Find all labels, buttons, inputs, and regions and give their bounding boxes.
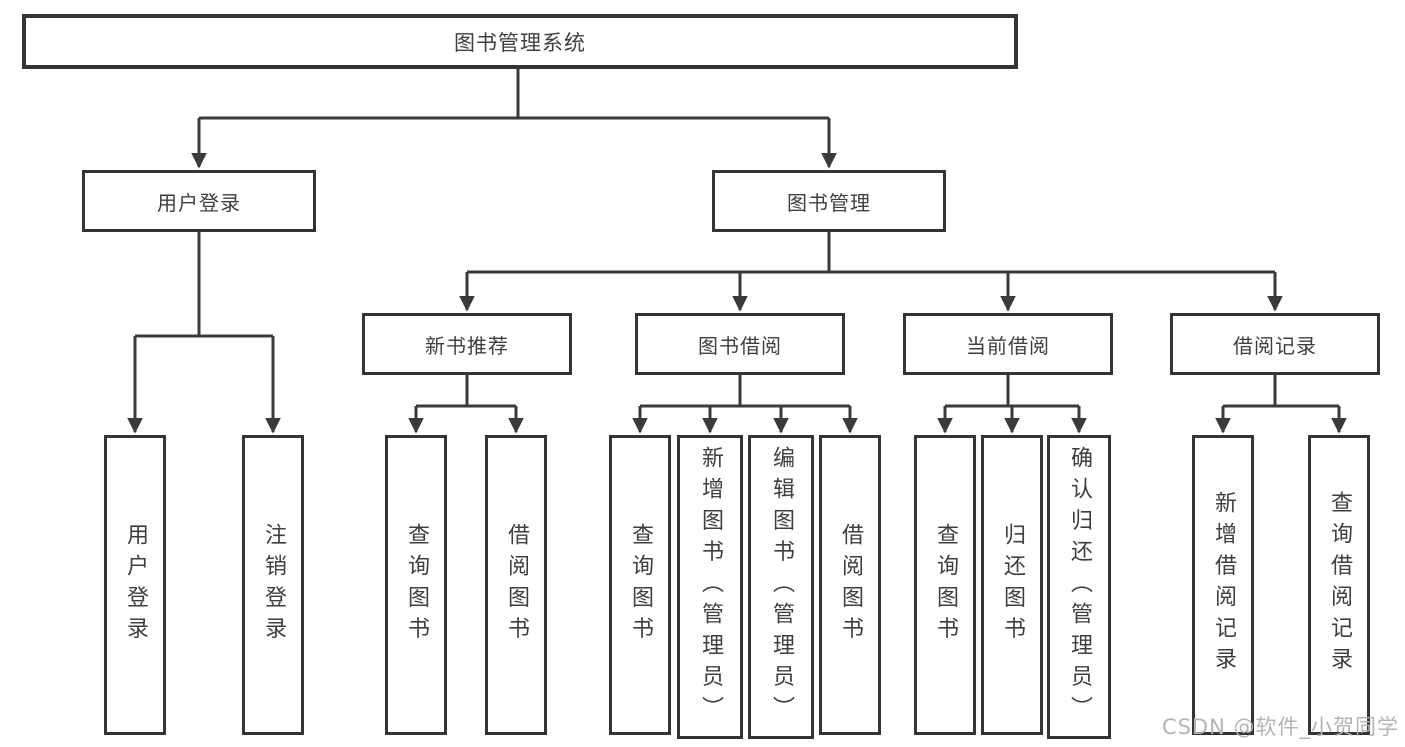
node-leaf-cb-confirm: 确认归还（管理员） bbox=[1047, 435, 1111, 739]
node-label: 借阅记录 bbox=[1233, 333, 1317, 358]
node-l3-current: 当前借阅 bbox=[903, 313, 1113, 375]
node-leaf-cb-return: 归还图书 bbox=[981, 435, 1043, 735]
node-leaf-bb-borrow: 借阅图书 bbox=[819, 435, 881, 735]
node-label: 归还图书 bbox=[1000, 522, 1025, 648]
node-l2-user-login: 用户登录 bbox=[82, 170, 316, 232]
node-label: 用户登录 bbox=[123, 522, 148, 648]
node-leaf-user-login: 用户登录 bbox=[104, 435, 166, 735]
node-label: 注销登录 bbox=[261, 522, 286, 648]
node-label: 查询图书 bbox=[933, 522, 958, 648]
node-l3-new-book: 新书推荐 bbox=[362, 313, 572, 375]
node-label: 当前借阅 bbox=[966, 333, 1050, 358]
node-leaf-bb-query: 查询图书 bbox=[609, 435, 671, 735]
node-l3-borrow: 图书借阅 bbox=[635, 313, 845, 375]
node-label: 图书管理 bbox=[787, 190, 871, 215]
node-label: 查询借阅记录 bbox=[1327, 491, 1352, 679]
node-leaf-bb-add: 新增图书（管理员） bbox=[677, 435, 743, 739]
node-label: 借阅图书 bbox=[504, 522, 529, 648]
node-label: 新增借阅记录 bbox=[1211, 491, 1236, 679]
node-label: 新书推荐 bbox=[425, 333, 509, 358]
node-label: 确认归还（管理员） bbox=[1067, 446, 1092, 728]
node-l2-book-mgmt: 图书管理 bbox=[712, 170, 946, 232]
node-label: 用户登录 bbox=[157, 190, 241, 215]
node-label: 图书管理系统 bbox=[454, 30, 586, 55]
node-label: 编辑图书（管理员） bbox=[769, 446, 794, 728]
node-leaf-bb-edit: 编辑图书（管理员） bbox=[748, 435, 814, 739]
node-leaf-logout: 注销登录 bbox=[242, 435, 304, 735]
node-leaf-br-query: 查询借阅记录 bbox=[1308, 435, 1370, 735]
node-label: 借阅图书 bbox=[838, 522, 863, 648]
node-label: 查询图书 bbox=[628, 522, 653, 648]
node-root: 图书管理系统 bbox=[22, 14, 1018, 69]
node-leaf-br-add: 新增借阅记录 bbox=[1192, 435, 1254, 735]
watermark: CSDN @软件_小贺同学 bbox=[1161, 715, 1399, 739]
node-label: 查询图书 bbox=[404, 522, 429, 648]
node-leaf-nb-borrow: 借阅图书 bbox=[485, 435, 547, 735]
node-leaf-nb-query: 查询图书 bbox=[385, 435, 447, 735]
node-label: 新增图书（管理员） bbox=[698, 446, 723, 728]
node-leaf-cb-query: 查询图书 bbox=[914, 435, 976, 735]
node-l3-records: 借阅记录 bbox=[1170, 313, 1380, 375]
node-label: 图书借阅 bbox=[698, 333, 782, 358]
